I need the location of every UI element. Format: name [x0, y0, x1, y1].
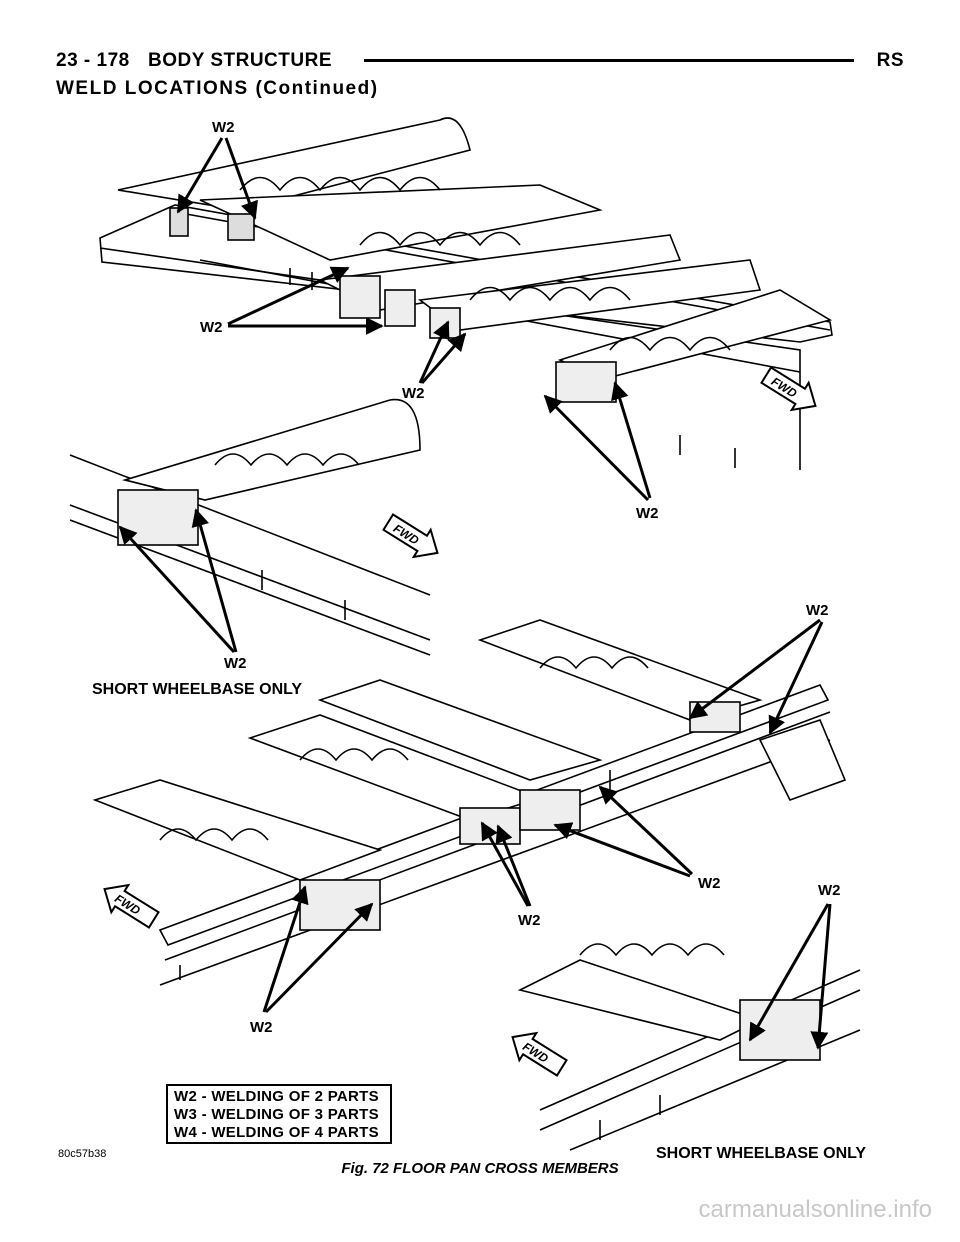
view-4-drawing — [517, 943, 861, 1151]
callout-arrows — [118, 137, 832, 1050]
page-number: 23 - 178 — [56, 50, 130, 71]
weld-label: W2 — [698, 875, 721, 892]
fwd-arrow-3: FWD — [103, 883, 160, 929]
model-code: RS — [876, 50, 904, 71]
section-title: WELD LOCATIONS (Continued) — [56, 78, 379, 99]
weld-label: W2 — [818, 882, 841, 899]
weld-labels: W2 W2 W2 W2 W2 W2 W2 W2 W2 W2 — [200, 119, 841, 1036]
fwd-arrow-2: FWD — [382, 513, 439, 559]
weld-label: W2 — [402, 385, 425, 402]
figure-reference-code: 80c57b38 — [58, 1148, 107, 1160]
figure-caption: Fig. 72 FLOOR PAN CROSS MEMBERS — [341, 1160, 619, 1177]
watermark: carmanualsonline.info — [698, 1196, 932, 1223]
legend-line-w4: W4 - WELDING OF 4 PARTS — [174, 1124, 379, 1141]
legend-line-w3: W3 - WELDING OF 3 PARTS — [174, 1106, 379, 1123]
short-wheelbase-label: SHORT WHEELBASE ONLY — [656, 1145, 866, 1162]
view-2-drawing — [69, 398, 431, 656]
weld-label: W2 — [212, 119, 235, 136]
weld-label: W2 — [518, 912, 541, 929]
header-rule — [364, 59, 854, 62]
weld-label: W2 — [200, 319, 223, 336]
view-1-drawing — [99, 117, 833, 470]
short-wheelbase-label: SHORT WHEELBASE ONLY — [92, 681, 302, 698]
weld-label: W2 — [636, 505, 659, 522]
weld-label: W2 — [224, 655, 247, 672]
legend-line-w2: W2 - WELDING OF 2 PARTS — [174, 1088, 379, 1105]
view-3-drawing — [92, 619, 847, 986]
weld-label: W2 — [806, 602, 829, 619]
weld-legend: W2 - WELDING OF 2 PARTS W3 - WELDING OF … — [166, 1084, 392, 1144]
weld-label: W2 — [250, 1019, 273, 1036]
page-header: 23 - 178 BODY STRUCTURE RS — [56, 50, 904, 72]
fwd-arrow-4: FWD — [511, 1031, 568, 1077]
section-name: BODY STRUCTURE — [148, 50, 332, 71]
